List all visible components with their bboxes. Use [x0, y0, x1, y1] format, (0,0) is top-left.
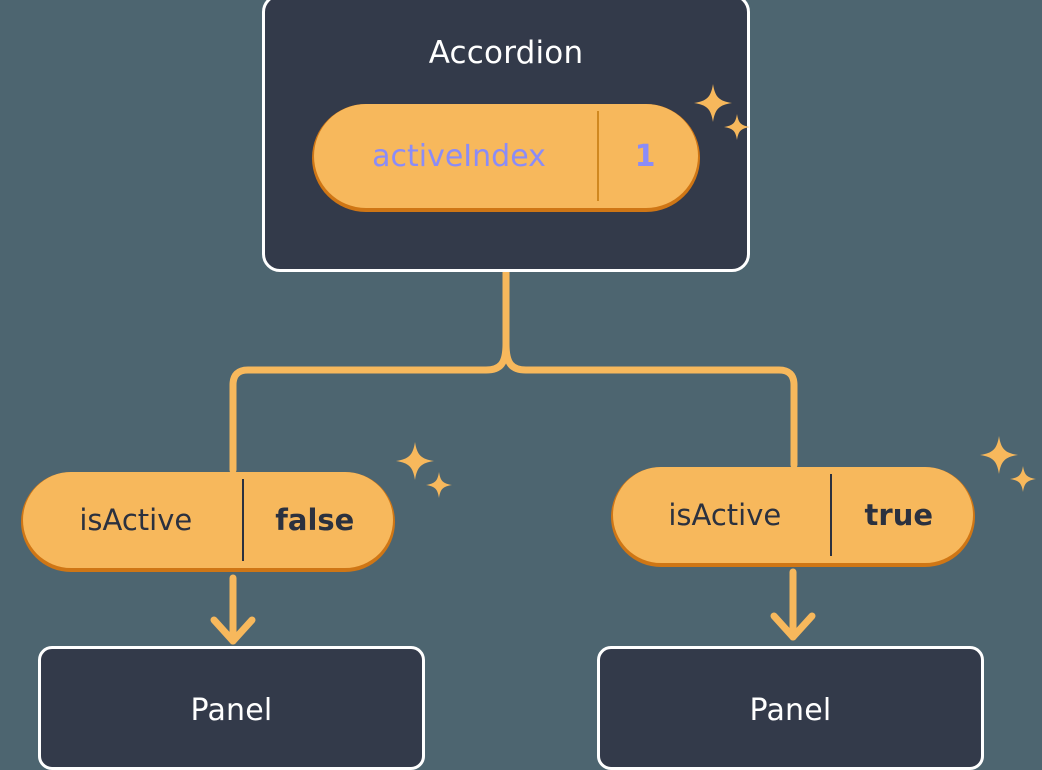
state-value-label: 1: [597, 111, 691, 201]
wire-branch-right: [502, 340, 798, 469]
state-value-label: false: [241, 479, 386, 561]
sparkle-four-point-small-icon: [1010, 466, 1036, 492]
state-key-label: isActive: [668, 498, 782, 532]
state-pill-is-active-right[interactable]: isActive true: [611, 467, 975, 567]
wire-branch-left: [229, 340, 510, 474]
component-node-panel-right[interactable]: Panel: [597, 646, 984, 770]
state-pill-is-active-left[interactable]: isActive false: [21, 472, 395, 572]
state-key-label: activeIndex: [372, 138, 546, 174]
arrow-head-right-icon: [770, 612, 816, 641]
sparkles-left-state: [392, 442, 454, 514]
sparkle-four-point-icon: [980, 436, 1018, 474]
component-title-panel: Panel: [190, 693, 273, 728]
state-key-label: isActive: [79, 503, 193, 537]
sparkle-four-point-icon: [396, 442, 434, 480]
sparkles-right-state: [976, 436, 1038, 508]
arrow-head-left-icon: [210, 616, 256, 645]
component-title-accordion: Accordion: [428, 35, 584, 71]
component-node-panel-left[interactable]: Panel: [38, 646, 425, 770]
sparkle-four-point-small-icon: [426, 472, 452, 498]
state-value-label: true: [829, 474, 966, 556]
component-title-panel: Panel: [749, 693, 832, 728]
state-pill-active-index[interactable]: activeIndex 1: [312, 104, 700, 212]
